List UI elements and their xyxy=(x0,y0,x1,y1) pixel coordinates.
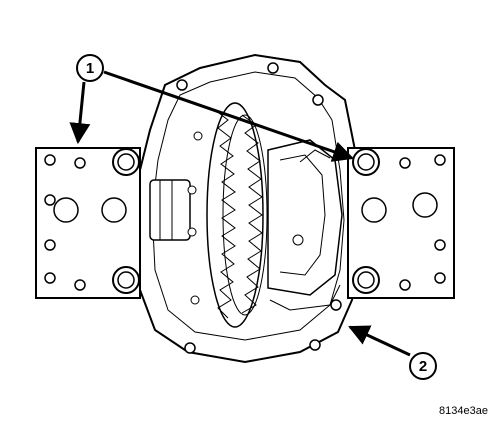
plate-hole-large xyxy=(101,197,127,223)
plate-hole xyxy=(74,279,86,291)
plate-hole xyxy=(399,279,411,291)
figure-id: 8134e3ae xyxy=(439,405,488,417)
housing-bolt-hole xyxy=(184,342,196,354)
spreader-bolt xyxy=(352,266,380,294)
callout-2: 2 xyxy=(409,352,437,380)
plate-hole-large xyxy=(361,197,387,223)
housing-bolt-hole xyxy=(330,299,342,311)
spreader-bolt xyxy=(112,266,140,294)
plate-hole xyxy=(434,239,446,251)
spreader-plate-right xyxy=(347,147,455,299)
callout-2-number: 2 xyxy=(419,358,427,375)
callout-1: 1 xyxy=(76,54,104,82)
plate-hole xyxy=(399,157,411,169)
spreader-plate-left xyxy=(35,147,141,299)
plate-hole xyxy=(434,154,446,166)
spreader-bolt xyxy=(112,148,140,176)
plate-hole xyxy=(44,272,56,284)
plate-hole xyxy=(74,157,86,169)
plate-hole-large xyxy=(412,192,438,218)
spreader-bolt xyxy=(352,148,380,176)
plate-hole-large xyxy=(53,197,79,223)
housing-lower-detail xyxy=(269,284,341,311)
plate-hole xyxy=(44,239,56,251)
callout-2-leader xyxy=(348,325,411,357)
plate-hole xyxy=(44,194,56,206)
callout-1-leaders xyxy=(69,70,354,162)
housing-bolt-hole xyxy=(176,79,188,91)
callout-1-number: 1 xyxy=(86,60,94,77)
housing-bolt-hole xyxy=(312,94,324,106)
differential-case xyxy=(149,131,343,305)
housing-bolt-hole xyxy=(309,339,321,351)
ring-gear xyxy=(206,102,268,328)
plate-hole xyxy=(44,154,56,166)
housing-bolt-hole xyxy=(267,62,279,74)
plate-hole xyxy=(434,272,446,284)
